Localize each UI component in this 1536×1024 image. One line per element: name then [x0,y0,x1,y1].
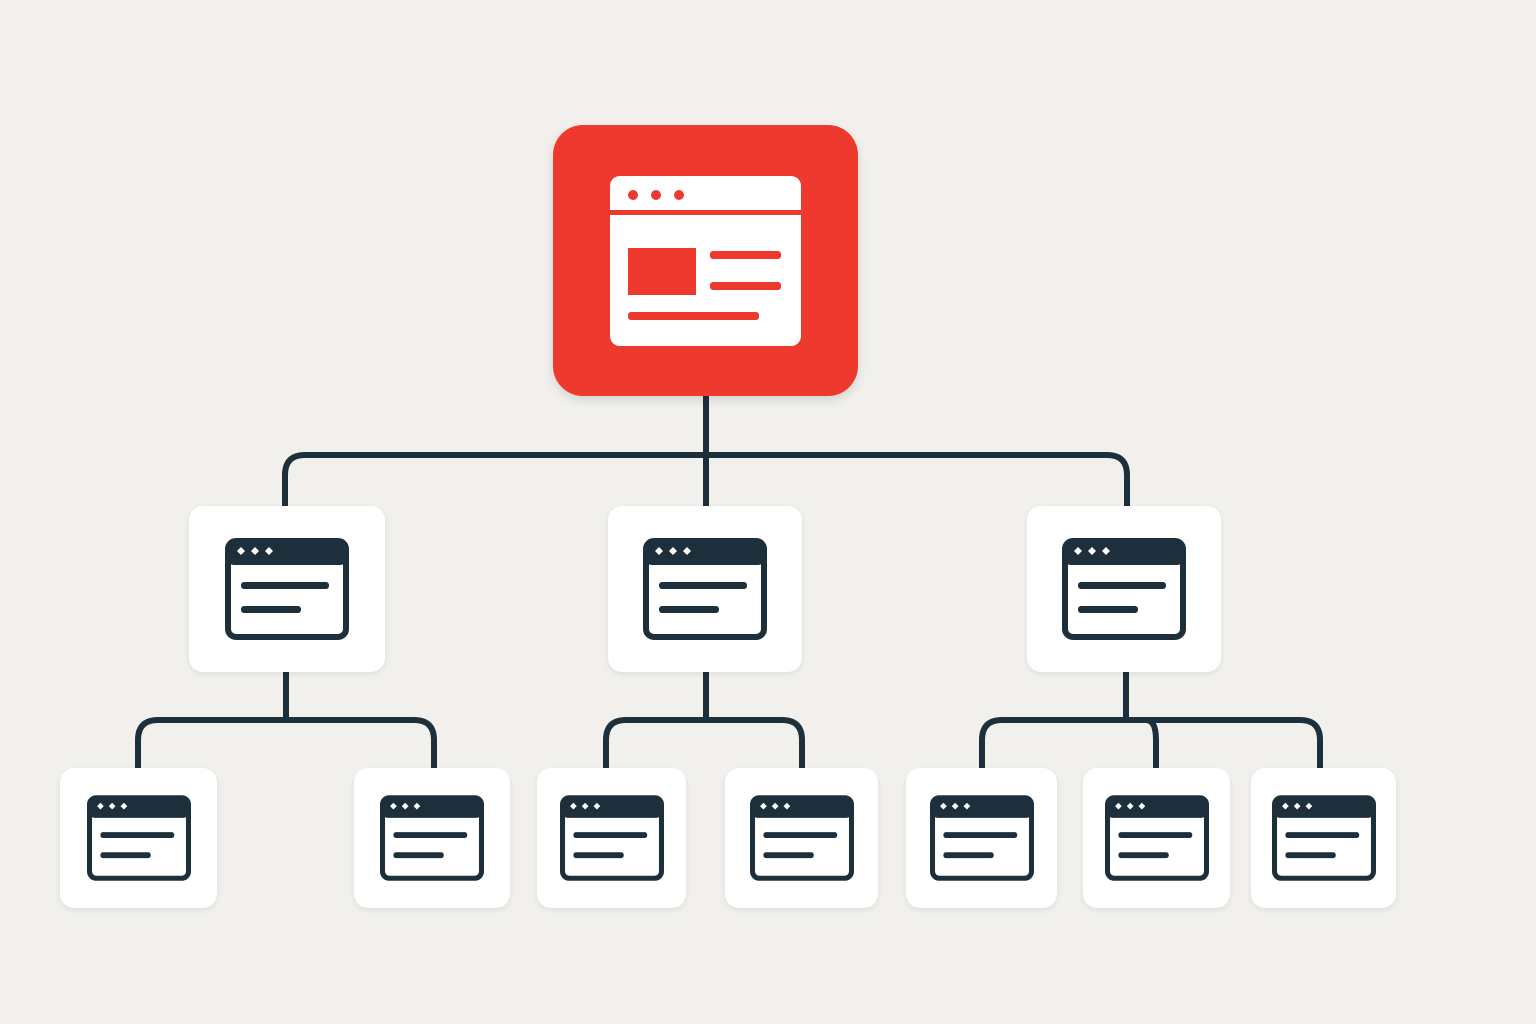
connector-right-a [979,717,1129,771]
browser-window-icon [1104,795,1209,881]
connector-root-right [703,452,1130,509]
browser-window-icon [610,175,801,346]
connector-mid-b [703,717,805,771]
browser-window-icon [225,538,349,640]
connector-left-b [283,717,437,771]
browser-window-icon [380,795,484,881]
level3-node-5[interactable] [906,768,1057,908]
level3-node-6[interactable] [1083,768,1230,908]
browser-window-icon [1271,795,1376,881]
connector-left-a [135,717,289,771]
browser-window-icon [1062,538,1186,640]
level3-node-4[interactable] [725,768,878,908]
browser-window-icon [929,795,1034,881]
browser-window-icon [749,795,854,881]
browser-window-icon [643,538,767,640]
connector-right-c [1123,717,1323,771]
root-node[interactable] [553,125,858,396]
connector-mid-a [603,717,709,771]
level2-node-3[interactable] [1027,506,1221,672]
connector-root-left [282,452,709,509]
level3-node-3[interactable] [537,768,686,908]
level3-node-7[interactable] [1251,768,1396,908]
connector-right-b [1123,717,1159,771]
level3-node-2[interactable] [354,768,510,908]
browser-window-icon [559,795,664,881]
level2-node-2[interactable] [608,506,802,672]
browser-window-icon [86,795,191,881]
level3-node-1[interactable] [60,768,217,908]
level2-node-1[interactable] [189,506,385,672]
